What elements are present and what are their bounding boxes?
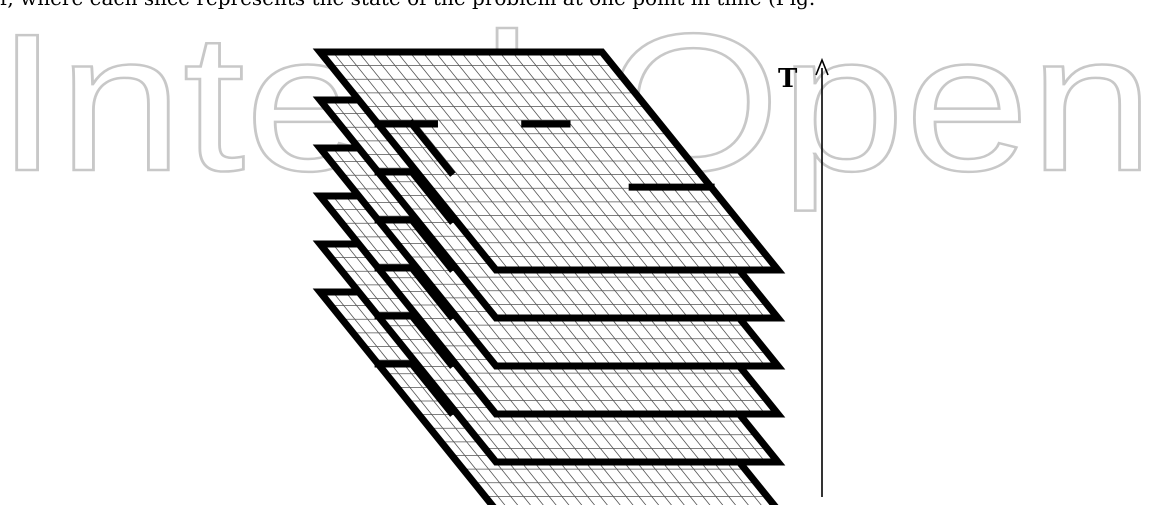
- slice-group: [320, 52, 778, 505]
- time-axis-label: T: [778, 64, 797, 94]
- time-axis: [816, 60, 828, 497]
